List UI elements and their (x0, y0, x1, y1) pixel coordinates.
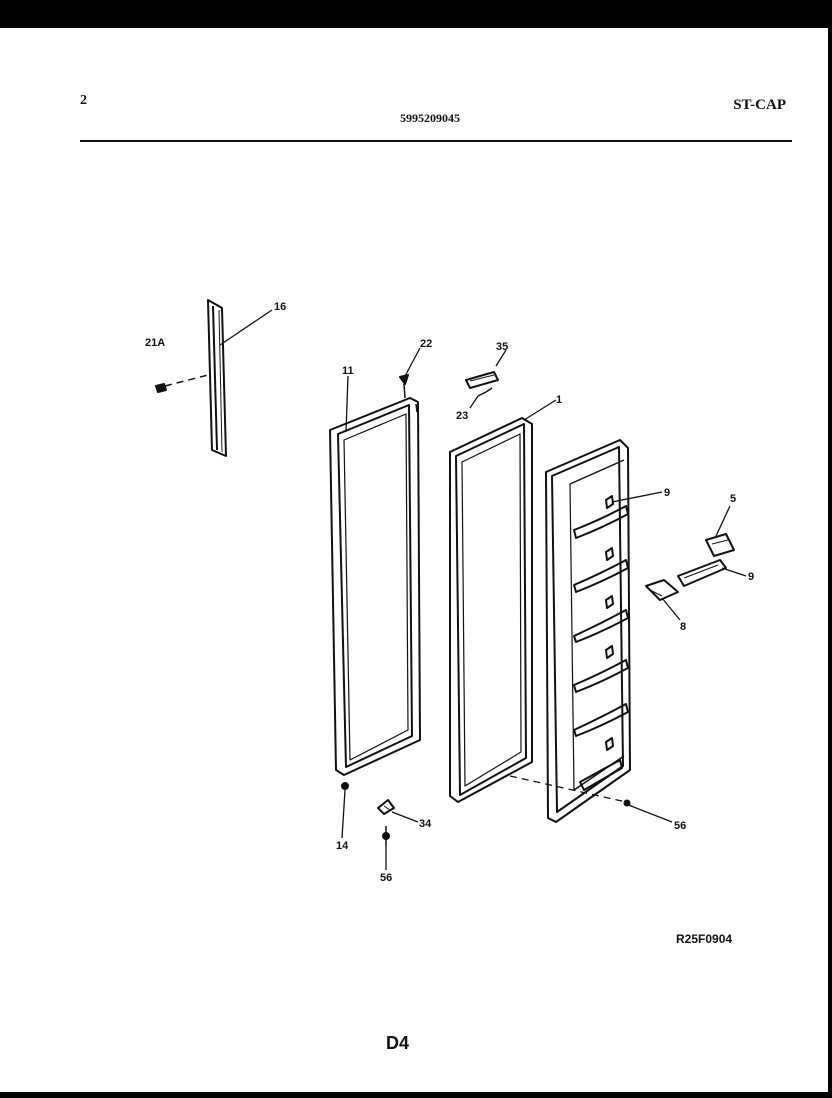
callout-1: 1 (556, 394, 562, 406)
plug-part-14 (341, 782, 349, 790)
callout-5: 5 (730, 493, 736, 505)
bracket-part-35 (465, 371, 499, 397)
page-code: D4 (386, 1033, 410, 1053)
door-panel-part (329, 397, 421, 776)
callout-23: 23 (456, 410, 468, 422)
trim-strip-part (207, 299, 227, 457)
part-number: 5995209045 (400, 111, 460, 125)
scan-top-border (0, 0, 832, 28)
door-gasket-part (449, 417, 533, 803)
screw-part-22 (399, 374, 409, 399)
callout-21a: 21A (145, 337, 165, 349)
callout-56-screw: 56 (674, 820, 686, 832)
model-code: ST-CAP (733, 97, 786, 113)
callout-35: 35 (496, 341, 508, 353)
hinge-bracket-part-34 (377, 799, 395, 815)
screw-part-56-right (623, 799, 631, 807)
page-number: 2 (80, 93, 87, 108)
callout-11: 11 (342, 365, 354, 377)
callout-9-handle: 9 (748, 571, 754, 583)
handle-part-9 (677, 559, 727, 587)
callout-8: 8 (680, 621, 686, 633)
scan-bottom-border (0, 1092, 832, 1098)
pin-part-56 (382, 826, 390, 846)
leader-lines (219, 309, 747, 870)
screw-part-21a (155, 374, 209, 393)
callout-16: 16 (274, 301, 286, 313)
callout-34: 34 (419, 818, 432, 830)
scan-right-border (828, 0, 832, 1098)
callout-14: 14 (336, 840, 349, 852)
hinge-part-5 (705, 533, 735, 557)
callout-22: 22 (420, 338, 432, 350)
callout-9-liner: 9 (664, 487, 670, 499)
bracket-part-8 (645, 579, 679, 601)
drawing-code: R25F0904 (676, 932, 733, 946)
header-rule (80, 140, 792, 142)
callout-56-pin: 56 (380, 872, 392, 884)
door-liner-part (545, 439, 631, 823)
